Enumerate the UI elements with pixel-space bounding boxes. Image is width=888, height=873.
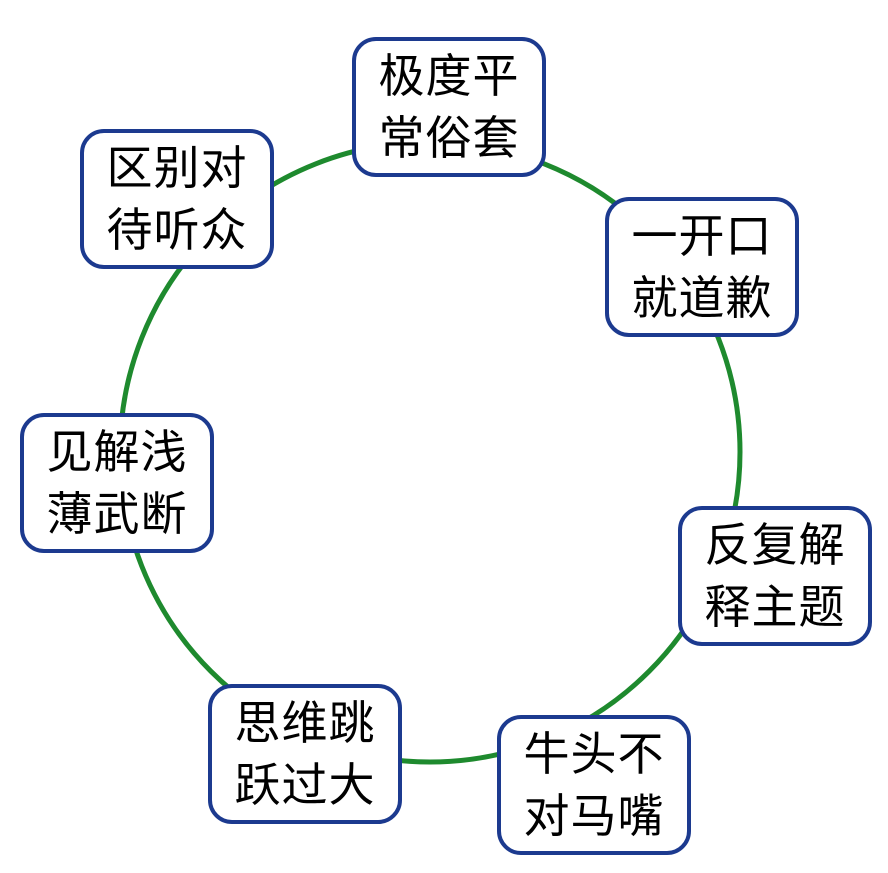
cycle-node-1-line2: 常俗套 [378, 111, 520, 165]
cycle-node-6-line1: 见解浅 [46, 425, 188, 479]
cycle-node-3-line2: 释主题 [704, 580, 846, 634]
cycle-node-2-line2: 就道歉 [631, 271, 773, 325]
cycle-node-5-line1: 思维跳 [234, 696, 376, 750]
cycle-node-1: 极度平 常俗套 [352, 37, 546, 177]
cycle-node-5-text: 思维跳 跃过大 [235, 692, 376, 816]
cycle-node-1-line1: 极度平 [378, 49, 520, 103]
cycle-node-6-text: 见解浅 薄武断 [47, 421, 188, 545]
cycle-node-5-line2: 跃过大 [234, 758, 376, 812]
cycle-node-1-text: 极度平 常俗套 [379, 45, 520, 169]
cycle-node-6-line2: 薄武断 [46, 487, 188, 541]
cycle-node-2-text: 一开口 就道歉 [632, 205, 773, 329]
cycle-node-7-line2: 待听众 [106, 203, 248, 257]
cycle-node-4: 牛头不 对马嘴 [497, 715, 691, 855]
cycle-node-3: 反复解 释主题 [678, 506, 872, 646]
cycle-node-4-line1: 牛头不 [523, 727, 665, 781]
cycle-node-7-line1: 区别对 [106, 141, 248, 195]
cycle-node-2-line1: 一开口 [631, 209, 773, 263]
cycle-node-7-text: 区别对 待听众 [107, 137, 248, 261]
cycle-node-4-line2: 对马嘴 [523, 789, 665, 843]
cycle-node-2: 一开口 就道歉 [605, 197, 799, 337]
cycle-node-5: 思维跳 跃过大 [208, 684, 402, 824]
cycle-node-7: 区别对 待听众 [80, 129, 274, 269]
cycle-node-6: 见解浅 薄武断 [20, 413, 214, 553]
cycle-node-3-text: 反复解 释主题 [705, 514, 846, 638]
cycle-node-4-text: 牛头不 对马嘴 [524, 723, 665, 847]
cycle-node-3-line1: 反复解 [704, 518, 846, 572]
